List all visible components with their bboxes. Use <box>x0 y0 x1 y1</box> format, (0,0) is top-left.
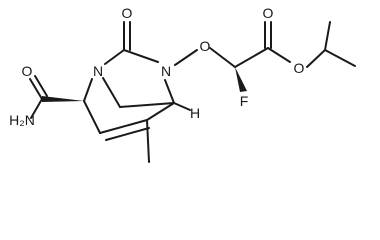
bond-isopropyl-me1 <box>324 49 356 67</box>
bond-c4-c2 <box>146 102 175 121</box>
bond-c2-h <box>173 102 191 111</box>
bond-c6-n1 <box>83 78 93 102</box>
bond-n1-bridge <box>102 77 121 108</box>
bond-c5-c4-1 <box>99 119 148 134</box>
label-fluorine: F <box>240 93 249 109</box>
bond-amide-c-o-1 <box>29 78 43 100</box>
bond-n1-carbonyl <box>104 49 125 65</box>
bond-c4-methyl <box>146 119 150 163</box>
bond-amide-c-o-2 <box>34 75 48 97</box>
bond-co-ester-o <box>267 47 291 63</box>
bond-ester-o-ch <box>306 49 326 68</box>
label-n2: N <box>161 63 171 79</box>
bond-isopropyl-me2 <box>324 21 331 51</box>
bond-ch-co <box>234 47 269 68</box>
label-amide-nh2: H₂N <box>9 112 35 128</box>
label-ring-carbonyl-o: O <box>122 5 133 21</box>
label-hydrogen: H <box>190 105 200 121</box>
bond-wedge-amide <box>42 96 84 102</box>
bond-amide-c-n <box>30 98 43 119</box>
bond-wedge-fluorine <box>235 67 247 92</box>
label-ester-o: O <box>294 60 305 76</box>
bond-c5-c4-2 <box>105 127 150 141</box>
bonds <box>29 21 356 163</box>
bond-o-ch <box>209 47 236 68</box>
bond-bridge-c2 <box>119 102 175 108</box>
bond-n2-o <box>174 49 198 66</box>
bond-carbonyl-n2 <box>123 49 159 63</box>
label-ether-o: O <box>200 38 211 54</box>
label-n1: N <box>93 63 103 79</box>
label-amide-o: O <box>22 63 33 79</box>
bond-n2-c2 <box>164 79 175 104</box>
label-ester-carbonyl-o: O <box>263 5 274 21</box>
atom-labels: H₂N O N O N O H F O O <box>9 5 304 128</box>
bond-c6-c5 <box>83 100 101 134</box>
molecule-structure-diagram: H₂N O N O N O H F O O <box>9 5 356 163</box>
